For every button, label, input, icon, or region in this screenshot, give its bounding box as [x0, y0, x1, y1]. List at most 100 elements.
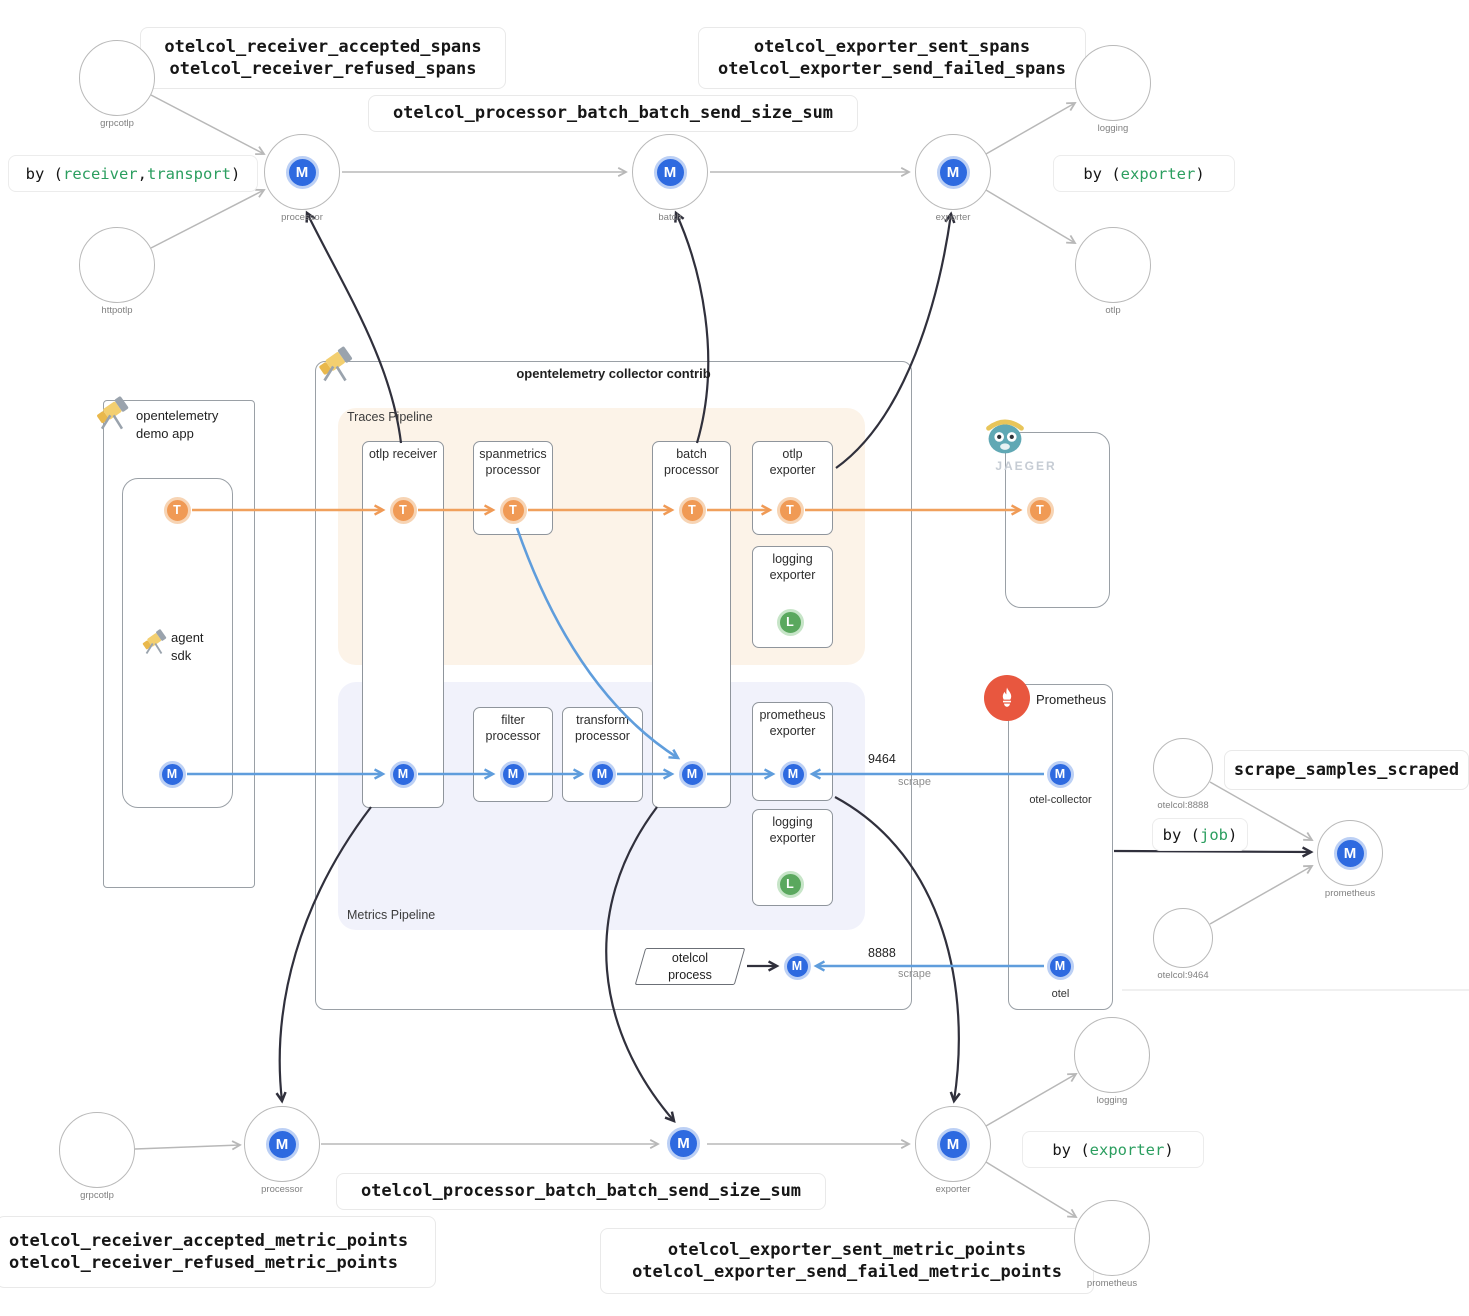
jaeger-logo-icon — [976, 406, 1034, 469]
right-source-otelcol-8888-label: otelcol:8888 — [1157, 800, 1209, 811]
metric-badge-batch: M — [678, 760, 706, 788]
by-label-part: by ( — [1162, 825, 1200, 844]
by-label-transport: transport — [146, 164, 231, 183]
batch-processor-label: batch processor — [664, 447, 719, 477]
log-badge-logging-exporter-metrics: L — [776, 870, 804, 898]
otel-logo-demo-icon — [92, 392, 132, 437]
bottom-node-exporter-label: exporter — [935, 1184, 971, 1195]
top-source-grpcotlp: grpcotlp — [79, 40, 155, 129]
bottom-node-processor-label: processor — [261, 1184, 303, 1195]
jaeger-box — [1005, 432, 1110, 608]
demo-app-title: opentelemetry demo app — [136, 408, 219, 441]
metric-badge-transform: M — [588, 760, 616, 788]
metric-badge-icon: M — [1333, 836, 1367, 870]
by-exporter-bottom-label: by (exporter) — [1022, 1131, 1204, 1168]
by-label-part: , — [137, 164, 147, 183]
log-badge-logging-exporter-traces: L — [776, 608, 804, 636]
otlp-exporter-label: otlp exporter — [769, 447, 816, 477]
by-job-label: by (job) — [1152, 818, 1248, 851]
scrape-verb-8888: scrape — [898, 968, 932, 980]
metric-badge-icon: M — [936, 1127, 970, 1161]
edge-bottom-grpcotlp-processor — [134, 1140, 242, 1151]
otel-target-label: otel — [1051, 988, 1070, 1000]
top-exporter-metric-label: otelcol_exporter_sent_spans otelcol_expo… — [698, 27, 1086, 89]
bottom-source-grpcotlp-label: grpcotlp — [80, 1190, 114, 1201]
bottom-batch-metric-label: otelcol_processor_batch_batch_send_size_… — [336, 1173, 826, 1210]
edge-grpcotlp-processor — [150, 94, 266, 156]
top-source-httpotlp: httpotlp — [79, 227, 155, 316]
trace-badge-otlp-receiver: T — [389, 496, 417, 524]
edge-prometheusbox-to-prometheus-node — [1113, 846, 1314, 858]
bottom-sink-prometheus: prometheus — [1074, 1200, 1150, 1289]
metric-badge-icon: M — [653, 155, 687, 189]
filter-processor-box: filter processor — [473, 707, 553, 802]
collector-title: opentelemetry collector contrib — [516, 366, 711, 381]
traces-pipeline-label: Traces Pipeline — [347, 410, 433, 424]
by-label-part: ) — [1195, 164, 1205, 183]
right-node-prometheus: M prometheus — [1317, 820, 1383, 899]
top-batch-metric-label: otelcol_processor_batch_batch_send_size_… — [368, 95, 858, 132]
bottom-sink-logging-label: logging — [1096, 1095, 1128, 1106]
edge-exporter-otlp — [985, 189, 1077, 244]
top-sink-logging-label: logging — [1097, 123, 1129, 134]
by-label-part: ) — [1164, 1140, 1174, 1159]
otel-collector-target-label: otel-collector — [1029, 794, 1092, 806]
by-label-part: ) — [1227, 825, 1238, 844]
top-node-exporter: M exporter — [915, 134, 991, 223]
metric-badge-otel-collector-target: M — [1046, 760, 1074, 788]
metric-badge-icon: M — [285, 155, 319, 189]
otelcol-process-label: otelcol process — [668, 951, 712, 982]
edge-bottom-exporter-logging — [985, 1073, 1078, 1127]
logging-exporter-traces-label: logging exporter — [769, 552, 816, 582]
by-label-exporter: exporter — [1089, 1140, 1165, 1159]
agent-sdk-label: agent sdk — [171, 630, 204, 663]
bottom-sink-logging: logging — [1074, 1017, 1150, 1106]
right-node-prometheus-label: prometheus — [1324, 888, 1376, 899]
top-source-httpotlp-label: httpotlp — [101, 305, 133, 316]
top-node-exporter-label: exporter — [935, 212, 971, 223]
by-receiver-transport-label: by (receiver,transport) — [8, 155, 258, 192]
top-receiver-metric-label: otelcol_receiver_accepted_spans otelcol_… — [140, 27, 506, 89]
scrape-samples-metric-label: scrape_samples_scraped — [1224, 750, 1469, 790]
demo-app-box — [103, 400, 255, 888]
top-node-processor-label: processor — [281, 212, 323, 223]
top-node-batch: M batch — [632, 134, 708, 223]
transform-processor-box: transform processor — [562, 707, 643, 802]
agent-sdk-box — [122, 478, 233, 808]
top-node-processor: M processor — [264, 134, 340, 223]
edge-otelcol9464-prometheus — [1209, 865, 1314, 925]
bottom-node-exporter: M exporter — [915, 1106, 991, 1195]
bottom-receiver-metric-label: otelcol_receiver_accepted_metric_points … — [0, 1216, 436, 1288]
metric-badge-prometheus-exporter: M — [779, 760, 807, 788]
trace-badge-otlp-exporter: T — [776, 496, 804, 524]
bottom-exporter-metric-label: otelcol_exporter_sent_metric_points otel… — [600, 1228, 1094, 1294]
by-exporter-top-label: by (exporter) — [1053, 155, 1235, 192]
by-label-part: by ( — [25, 164, 63, 183]
right-source-otelcol-9464-label: otelcol:9464 — [1157, 970, 1209, 981]
edge-httpotlp-processor — [150, 188, 266, 249]
by-label-part: ) — [230, 164, 241, 183]
metric-badge-icon: M — [265, 1127, 299, 1161]
filter-processor-label: filter processor — [485, 713, 541, 743]
transform-processor-label: transform processor — [575, 713, 630, 743]
by-label-job: job — [1199, 825, 1228, 844]
spanmetrics-processor-label: spanmetrics processor — [479, 447, 547, 477]
spanmetrics-processor-box: spanmetrics processor — [473, 441, 553, 535]
bottom-batch-metric-badge: M — [667, 1127, 700, 1160]
top-node-batch-label: batch — [658, 212, 682, 223]
trace-badge-spanmetrics: T — [499, 496, 527, 524]
edge-exporter-logging — [985, 102, 1077, 155]
jaeger-wordmark: JAEGER — [995, 459, 1057, 473]
by-label-receiver: receiver — [62, 164, 138, 183]
otel-logo-collector-icon — [314, 342, 356, 389]
prometheus-exporter-label: prometheus exporter — [759, 708, 826, 738]
bottom-node-processor: M processor — [244, 1106, 320, 1195]
metric-badge-filter: M — [499, 760, 527, 788]
bottom-source-grpcotlp: grpcotlp — [59, 1112, 135, 1201]
metrics-pipeline-label: Metrics Pipeline — [347, 908, 436, 922]
otlp-receiver-label: otlp receiver — [368, 447, 438, 461]
by-label-part: by ( — [1052, 1140, 1090, 1159]
by-label-part: by ( — [1083, 164, 1121, 183]
right-source-otelcol-9464: otelcol:9464 — [1153, 908, 1213, 981]
